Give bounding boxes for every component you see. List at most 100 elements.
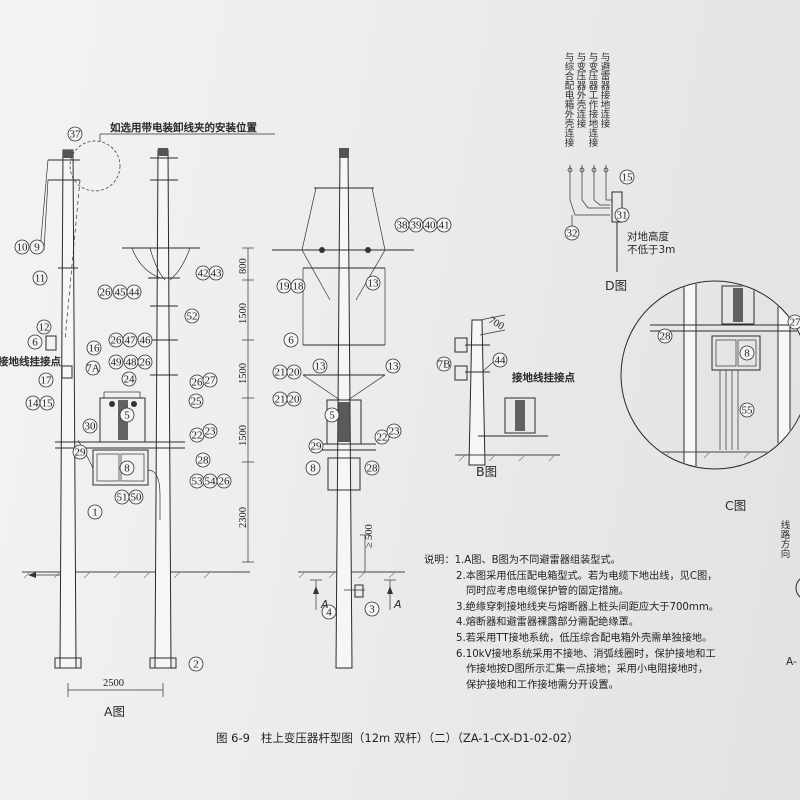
part-marker-18: 18: [290, 278, 306, 294]
part-marker-number: 19: [279, 281, 291, 293]
part-marker-number: 18: [293, 281, 305, 293]
distribution-box-a: [92, 449, 149, 486]
part-marker-49: 49: [108, 354, 124, 370]
part-marker-number: 43: [211, 268, 223, 280]
part-marker-22: 22: [374, 429, 390, 445]
part-marker-52: 52: [184, 308, 200, 324]
part-marker-26: 26: [216, 473, 232, 489]
part-marker-number: 37: [70, 129, 82, 141]
part-marker-8: 8: [119, 460, 135, 476]
part-marker-number: 21: [275, 367, 286, 379]
part-marker-number: 38: [397, 220, 409, 232]
part-marker-number: 30: [85, 421, 97, 433]
part-marker-number: 17: [41, 375, 53, 387]
part-marker-30: 30: [82, 418, 98, 434]
part-marker-number: 2: [193, 659, 199, 671]
part-marker-number: 22: [192, 430, 203, 442]
part-marker-number: 27: [205, 375, 217, 387]
view-a-label: A图: [104, 704, 125, 719]
notes-title: 说明：1.A图、B图为不同避雷器组装型式。: [424, 555, 621, 566]
part-marker-number: 28: [367, 463, 379, 475]
part-marker-29: 29: [72, 444, 88, 460]
part-marker-6: 6: [283, 332, 299, 348]
clamp-position-label: 如选用带电装卸线夹的安装位置: [110, 121, 257, 134]
part-marker-number: 1: [92, 507, 98, 519]
part-marker-number: 10: [17, 242, 29, 254]
part-marker-number: 28: [660, 331, 672, 343]
part-marker-47: 47: [122, 332, 138, 348]
part-marker-number: 5: [124, 410, 130, 422]
left-pole: [59, 149, 77, 669]
view-d-label: D图: [605, 278, 627, 293]
notes-item: 3.绝缘穿刺接地线夹与熔断器上桩头间距应大于700mm。: [456, 601, 719, 613]
view-c-circle: [620, 280, 800, 470]
part-marker-26: 26: [108, 332, 124, 348]
dim-ge: ≥: [364, 542, 375, 548]
part-marker-53: 53: [189, 473, 205, 489]
part-marker-19: 19: [276, 278, 292, 294]
height-note-2: 不低于3m: [627, 243, 675, 256]
dim-1500-b: 1500: [238, 363, 249, 384]
part-marker-number: 22: [377, 432, 388, 444]
part-marker-28: 28: [364, 460, 380, 476]
part-marker-5: 5: [324, 407, 340, 423]
part-marker-8: 8: [305, 460, 321, 476]
part-marker-number: 55: [742, 405, 754, 417]
part-marker-10: 10: [14, 239, 30, 255]
part-marker-number: 54: [205, 476, 217, 488]
part-marker-number: 26: [140, 357, 152, 369]
part-marker-number: 23: [205, 426, 217, 438]
part-marker-number: 15: [622, 172, 634, 184]
part-marker-13: 13: [385, 358, 401, 374]
part-marker-number: 20: [289, 367, 301, 379]
notes-item: 作接地按D图所示汇集一点接地；采用小电阻接地时，: [466, 664, 709, 676]
part-marker-12: 12: [36, 319, 52, 335]
part-marker-number: 21: [275, 394, 286, 406]
figure-caption: 图 6-9 柱上变压器杆型图（12m 双杆）（二）（ZA-1-CX-D1-02-…: [216, 730, 579, 746]
part-marker-11: 11: [32, 270, 48, 286]
part-marker-number: 49: [111, 357, 123, 369]
part-marker-number: 31: [617, 210, 628, 222]
part-marker-7A: 7A: [85, 360, 101, 376]
part-marker-number: 40: [425, 220, 437, 232]
part-marker-21: 21: [272, 391, 288, 407]
part-marker-number: 12: [39, 322, 50, 334]
part-marker-45: 45: [112, 284, 128, 300]
part-marker-29: 29: [308, 438, 324, 454]
part-marker-number: 3: [369, 604, 375, 616]
part-marker-32: 32: [564, 225, 580, 241]
d-col-label-3: 与变压器工作接地连接: [587, 52, 599, 148]
part-marker-26: 26: [137, 354, 153, 370]
section-mark-right: A: [393, 598, 402, 611]
d-col-label-2: 与变压器外壳连接: [575, 52, 587, 129]
part-marker-number: 44: [129, 287, 141, 299]
notes-item: 4.熔断器和避雷器裸露部分需配绝缘罩。: [456, 617, 639, 629]
notes-item: 6.10kV接地系统采用不接地、消弧线圈时，保护接地和工: [456, 648, 716, 660]
part-marker-number: 16: [89, 343, 101, 355]
part-marker-number: 7B: [438, 359, 451, 371]
part-marker-number: 28: [198, 455, 210, 467]
view-side: [272, 148, 414, 669]
part-marker-27: 27: [202, 372, 218, 388]
part-marker-number: 32: [567, 228, 578, 240]
part-marker-38: 38: [394, 217, 410, 233]
part-marker-number: 29: [311, 441, 323, 453]
part-marker-28: 28: [657, 328, 673, 344]
view-c: [620, 280, 800, 470]
part-marker-17: 17: [38, 372, 54, 388]
part-marker-37: 37: [67, 126, 83, 142]
part-marker-number: 9: [34, 242, 40, 254]
part-marker-number: 6: [288, 335, 294, 347]
part-marker-number: 5: [329, 410, 335, 422]
part-marker-9: 9: [29, 239, 45, 255]
part-marker-number: 47: [125, 335, 137, 347]
part-marker-number: 13: [368, 278, 380, 290]
part-marker-3: 3: [364, 601, 380, 617]
view-c-label: C图: [725, 498, 746, 513]
notes-block: 说明：1.A图、B图为不同避雷器组装型式。 2.本图采用低压配电箱型式。若为电缆…: [424, 553, 724, 693]
part-marker-number: 39: [411, 220, 423, 232]
part-marker-2: 2: [188, 656, 204, 672]
part-marker-number: 26: [192, 377, 204, 389]
